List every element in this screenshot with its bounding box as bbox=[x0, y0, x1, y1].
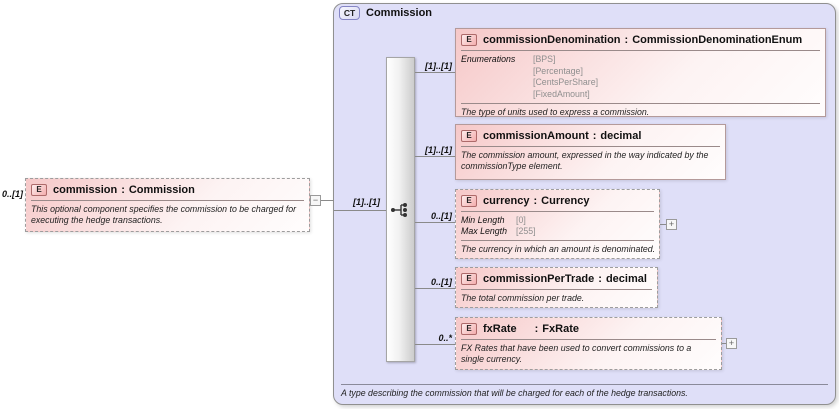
child-cardinality: 0..* bbox=[438, 333, 452, 343]
element-name: currency bbox=[483, 195, 530, 207]
element-description: The currency in which an amount is denom… bbox=[461, 244, 656, 254]
facet-max-length: Max Length [255] bbox=[456, 226, 659, 237]
element-badge-icon: E bbox=[31, 184, 47, 196]
element-type: decimal bbox=[605, 273, 647, 285]
divider bbox=[341, 384, 828, 385]
facet-values: [BPS] [Percentage] [CentsPerShare] [Fixe… bbox=[533, 54, 598, 100]
sequence-cardinality: [1]..[1] bbox=[353, 197, 380, 207]
collapse-icon[interactable]: − bbox=[310, 195, 321, 206]
divider bbox=[461, 146, 720, 147]
complex-type-badge-icon: CT bbox=[339, 6, 360, 20]
element-badge-icon: E bbox=[461, 273, 477, 285]
global-element-cardinality: 0..[1] bbox=[2, 189, 24, 199]
element-description: This optional component specifies the co… bbox=[31, 204, 297, 225]
element-badge-icon: E bbox=[461, 323, 477, 335]
element-commissionAmount[interactable]: E commissionAmount : decimal The commiss… bbox=[455, 124, 726, 180]
element-type: CommissionDenominationEnum bbox=[632, 34, 803, 46]
element-description: The type of units used to express a comm… bbox=[461, 107, 650, 117]
sequence-icon bbox=[391, 203, 407, 217]
element-header: E fxRate : FxRate bbox=[456, 318, 721, 338]
element-separator: : bbox=[598, 273, 602, 285]
element-type: FxRate bbox=[542, 323, 579, 335]
facet-label: Min Length bbox=[461, 215, 505, 225]
element-badge-icon: E bbox=[461, 195, 477, 207]
element-name: commissionAmount bbox=[483, 130, 589, 142]
child-cardinality: [1]..[1] bbox=[425, 61, 452, 71]
element-name: fxRate bbox=[483, 323, 517, 335]
divider bbox=[461, 339, 716, 340]
connector-line bbox=[722, 343, 726, 344]
complex-type-title: Commission bbox=[366, 7, 433, 19]
complex-type-description: A type describing the commission that wi… bbox=[341, 388, 688, 398]
facet-label: Enumerations bbox=[461, 54, 516, 64]
element-separator: : bbox=[121, 184, 125, 196]
element-separator: : bbox=[533, 195, 538, 207]
element-name: commissionDenomination bbox=[483, 34, 621, 46]
element-fxRate[interactable]: E fxRate : FxRate FX Rates that have bee… bbox=[455, 317, 722, 370]
element-commissionPerTrade[interactable]: E commissionPerTrade : decimal The total… bbox=[455, 267, 658, 308]
connector-line bbox=[415, 222, 455, 223]
element-commissionDenomination[interactable]: E commissionDenomination : CommissionDen… bbox=[455, 28, 826, 117]
connector-line bbox=[415, 72, 455, 73]
facet-value: [0] bbox=[516, 215, 526, 225]
element-separator: : bbox=[624, 34, 629, 46]
element-header: E commissionAmount : decimal bbox=[456, 125, 725, 145]
expand-icon[interactable]: + bbox=[666, 219, 677, 230]
enum-value: [Percentage] bbox=[533, 65, 583, 76]
facet-length-group: Min Length [0] Max Length [255] bbox=[456, 212, 659, 239]
connector-line bbox=[415, 288, 455, 289]
element-type: Currency bbox=[541, 195, 590, 207]
child-cardinality: 0..[1] bbox=[430, 277, 452, 287]
child-cardinality: [1]..[1] bbox=[425, 145, 452, 155]
element-header: E currency : Currency bbox=[456, 190, 659, 210]
element-commission[interactable]: E commission : Commission This optional … bbox=[25, 178, 310, 232]
element-description: The total commission per trade. bbox=[461, 293, 585, 303]
element-separator: : bbox=[534, 323, 539, 335]
divider bbox=[31, 200, 304, 201]
connector-line bbox=[415, 156, 455, 157]
facet-min-length: Min Length [0] bbox=[456, 215, 659, 226]
element-header: E commissionDenomination : CommissionDen… bbox=[456, 29, 825, 49]
divider bbox=[461, 103, 820, 104]
element-header: E commission : Commission bbox=[26, 179, 309, 199]
element-separator: : bbox=[592, 130, 597, 142]
element-type: decimal bbox=[600, 130, 642, 142]
element-name: commission bbox=[53, 184, 118, 196]
element-type: Commission bbox=[128, 184, 195, 196]
element-badge-icon: E bbox=[461, 130, 477, 142]
element-currency[interactable]: E currency : Currency Min Length [0] Max… bbox=[455, 189, 660, 259]
connector-line bbox=[334, 210, 386, 211]
element-name: commissionPerTrade bbox=[483, 273, 595, 285]
divider bbox=[461, 211, 654, 212]
element-header: E commissionPerTrade : decimal bbox=[456, 268, 657, 288]
enum-value: [BPS] bbox=[533, 54, 556, 64]
enum-value: [CentsPerShare] bbox=[533, 77, 599, 87]
enum-value: [FixedAmount] bbox=[533, 88, 590, 99]
element-description: FX Rates that have been used to convert … bbox=[461, 343, 692, 364]
divider bbox=[461, 240, 654, 241]
element-badge-icon: E bbox=[461, 34, 477, 46]
facet-enumerations: Enumerations [BPS] [Percentage] [CentsPe… bbox=[456, 51, 825, 102]
connector-line bbox=[321, 200, 334, 201]
divider bbox=[461, 289, 652, 290]
divider bbox=[461, 50, 820, 51]
connector-line bbox=[415, 344, 455, 345]
element-description: The commission amount, expressed in the … bbox=[461, 150, 709, 171]
connector-line bbox=[660, 224, 666, 225]
facet-value: [255] bbox=[516, 226, 536, 236]
facet-label: Max Length bbox=[461, 226, 507, 236]
expand-icon[interactable]: + bbox=[726, 338, 737, 349]
child-cardinality: 0..[1] bbox=[430, 211, 452, 221]
